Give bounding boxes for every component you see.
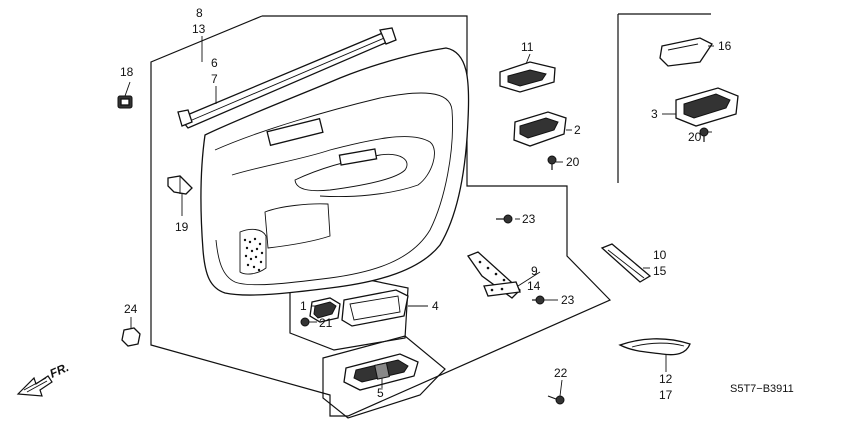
callout-4: 4	[432, 299, 439, 313]
callout-15: 15	[653, 264, 667, 278]
callout-17: 17	[659, 388, 673, 402]
armrest-trim-10	[600, 243, 652, 283]
pocket-12	[618, 338, 691, 356]
callout-11: 11	[521, 40, 534, 54]
weatherstrip-molding	[177, 27, 397, 129]
switch-2	[513, 111, 567, 147]
screw-20-lower	[547, 155, 557, 170]
screw-23-lower	[532, 295, 545, 305]
callout-12: 12	[659, 372, 673, 386]
callout-6: 6	[211, 56, 218, 70]
switch-panel-4	[300, 289, 409, 327]
callout-2: 2	[574, 123, 581, 137]
callout-19: 19	[175, 220, 189, 234]
callout-5: 5	[377, 386, 384, 400]
callout-1: 1	[300, 299, 307, 313]
front-direction-label: FR.	[48, 360, 71, 381]
power-window-switch-3	[675, 87, 739, 127]
leader-lines	[124, 36, 714, 397]
callout-22: 22	[554, 366, 568, 380]
callout-3: 3	[651, 107, 658, 121]
clip-19	[167, 175, 193, 195]
callout-10: 10	[653, 248, 667, 262]
nut-24	[121, 327, 141, 347]
inside-handle-5	[343, 353, 419, 391]
callout-16: 16	[718, 39, 732, 53]
callout-18: 18	[120, 65, 134, 79]
handle-bracket-9	[466, 251, 521, 299]
callout-14: 14	[527, 279, 541, 293]
screw-22	[547, 395, 565, 405]
door-lining	[200, 47, 470, 296]
front-direction-arrow-icon	[16, 375, 53, 397]
clip-18	[117, 95, 133, 109]
screw-23-upper	[496, 214, 513, 224]
callout-7: 7	[211, 72, 218, 86]
switch-11	[499, 61, 556, 93]
callout-9: 9	[531, 264, 538, 278]
callout-20-upper: 20	[688, 130, 702, 144]
callout-20-lower: 20	[566, 155, 580, 169]
callout-13: 13	[192, 22, 206, 36]
callout-24: 24	[124, 302, 138, 316]
callout-21: 21	[319, 316, 333, 330]
cover-16	[659, 37, 713, 67]
diagram-code: S5T7−B3911	[730, 383, 794, 395]
callout-8: 8	[196, 6, 203, 20]
callout-23-upper: 23	[522, 212, 536, 226]
callout-23-lower: 23	[561, 293, 575, 307]
